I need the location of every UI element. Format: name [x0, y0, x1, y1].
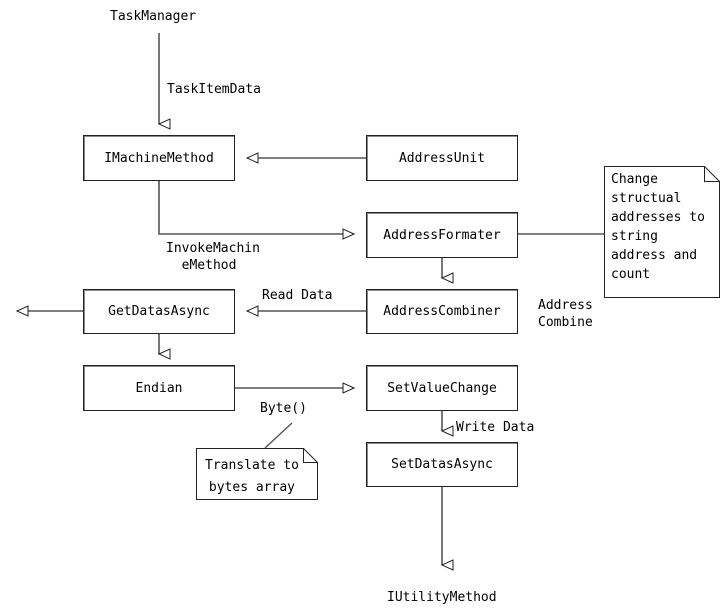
node-label: IMachineMethod	[104, 150, 214, 166]
note-translate-bytes: Translate to bytes array	[196, 448, 318, 500]
node-addresscombiner[interactable]: AddressCombiner	[366, 289, 518, 334]
edge-label-invokemachinemethod: InvokeMachin eMethod	[166, 241, 260, 273]
node-label: Endian	[135, 380, 183, 396]
edge-note-translate-anchor	[264, 422, 293, 449]
node-label: SetDatasAsync	[391, 457, 493, 472]
node-label: SetValueChange	[387, 380, 497, 396]
endpoint-label-taskmanager: TaskManager	[110, 9, 197, 24]
edge-label-byte-call: Byte()	[260, 401, 307, 416]
edge-label-address-combine: Address Combine	[538, 298, 593, 330]
note-address-change: Change structual addresses to string add…	[604, 166, 720, 298]
endpoint-label-iutilitymethod: IUtilityMethod	[387, 590, 497, 605]
node-endian[interactable]: Endian	[83, 365, 235, 411]
node-addressunit[interactable]: AddressUnit	[366, 135, 518, 181]
node-setvaluechange[interactable]: SetValueChange	[366, 365, 518, 411]
note-text: Translate to bytes array	[205, 458, 299, 495]
node-addressformater[interactable]: AddressFormater	[366, 212, 518, 258]
node-getdatasasync[interactable]: GetDatasAsync	[83, 289, 235, 334]
node-imachinemethod[interactable]: IMachineMethod	[83, 135, 235, 181]
note-shape	[604, 166, 720, 298]
note-text: Change structual addresses to string add…	[611, 172, 705, 282]
edge-label-read-data: Read Data	[262, 288, 333, 303]
node-label: GetDatasAsync	[108, 304, 210, 319]
edge-label-write-data: Write Data	[456, 420, 535, 435]
node-label: AddressUnit	[398, 150, 486, 166]
note-shape	[196, 448, 318, 500]
node-setdatasasync[interactable]: SetDatasAsync	[366, 442, 518, 487]
edge-label-taskitemdata: TaskItemData	[167, 82, 261, 97]
node-label: AddressCombiner	[383, 304, 501, 319]
node-label: AddressFormater	[383, 227, 501, 243]
edge-imachinemethod-to-addressformater	[158, 181, 356, 240]
